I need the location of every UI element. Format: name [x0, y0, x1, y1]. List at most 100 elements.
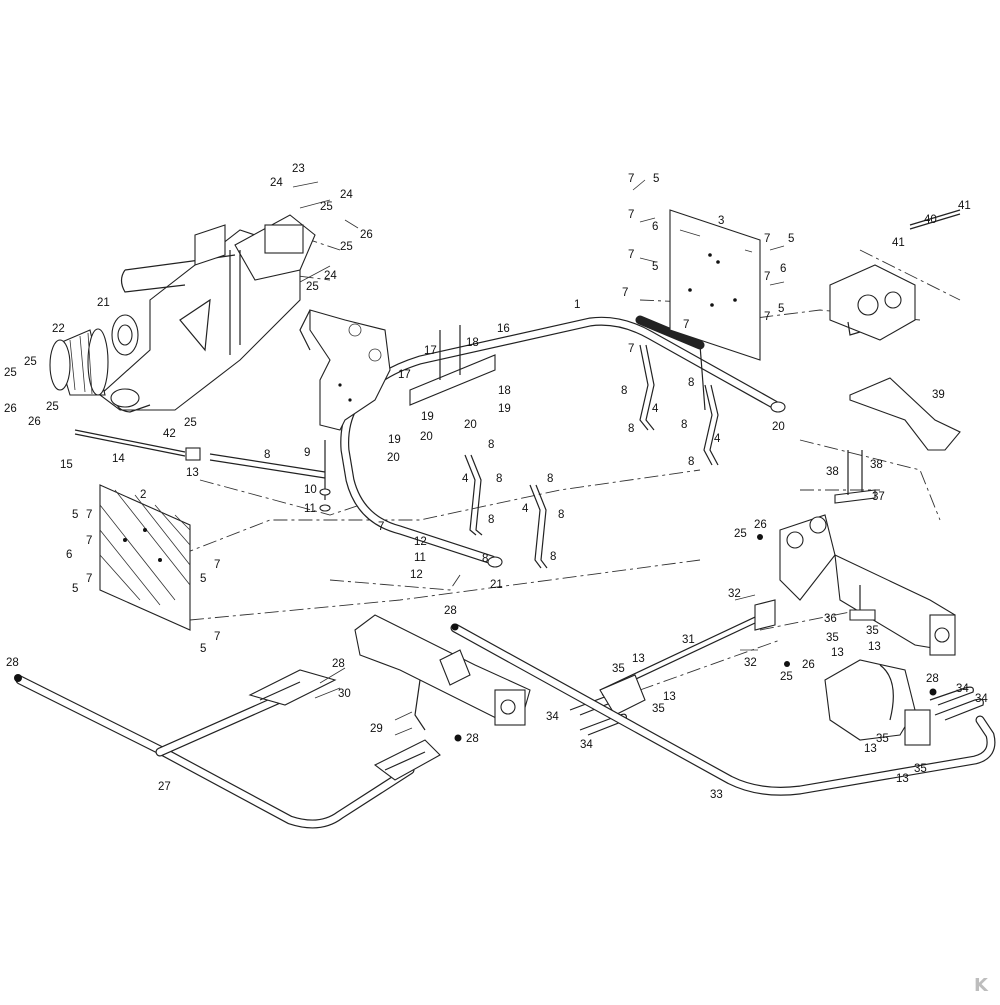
- callout-label: 37: [872, 491, 885, 503]
- callout-label: 20: [387, 452, 400, 464]
- callout-label: 3: [718, 215, 724, 227]
- callout-label: 12: [414, 536, 427, 548]
- callout-label: 8: [264, 449, 270, 461]
- callout-label: 1: [574, 299, 580, 311]
- callout-label: 7: [622, 287, 628, 299]
- callout-label: 7: [683, 319, 689, 331]
- plate-2: [99, 484, 191, 631]
- plate-3: [669, 209, 761, 361]
- callout-label: 7: [86, 535, 92, 547]
- callout-label: 13: [663, 691, 676, 703]
- callout-label: 9: [304, 447, 310, 459]
- pto-drive-assembly: [99, 214, 316, 413]
- callout-label: 42: [163, 428, 176, 440]
- callout-label: 35: [914, 763, 927, 775]
- callout-label: 25: [780, 671, 793, 683]
- callout-label: 5: [788, 233, 794, 245]
- tube-33: [450, 623, 996, 796]
- link-rods: [74, 429, 331, 512]
- callout-label: 24: [324, 270, 337, 282]
- callout-label: 28: [6, 657, 19, 669]
- bracket-39: [849, 377, 961, 451]
- callout-label: 7: [214, 631, 220, 643]
- straps-4: [464, 344, 719, 569]
- callout-label: 8: [621, 385, 627, 397]
- callout-label: 40: [924, 214, 937, 226]
- plate-37: [834, 450, 876, 504]
- callout-label: 24: [270, 177, 283, 189]
- callout-label: 34: [975, 693, 988, 705]
- callout-label: 38: [870, 459, 883, 471]
- frame-27: [15, 669, 441, 829]
- bolts: [14, 179, 937, 742]
- callout-label: 8: [496, 473, 502, 485]
- callout-label: 25: [320, 201, 333, 213]
- callout-label: 19: [421, 411, 434, 423]
- callout-label: 26: [28, 416, 41, 428]
- callout-label: 34: [546, 711, 559, 723]
- callout-label: 2: [140, 489, 146, 501]
- right-lower-bracket: [824, 659, 931, 746]
- callout-label: 5: [72, 583, 78, 595]
- callout-label: 8: [558, 509, 564, 521]
- callout-label: 28: [332, 658, 345, 670]
- callout-label: 41: [892, 237, 905, 249]
- callout-label: 8: [628, 423, 634, 435]
- callout-label: 7: [628, 173, 634, 185]
- center-lower-bracket: [599, 674, 646, 716]
- callout-label: 36: [824, 613, 837, 625]
- callout-label: 5: [653, 173, 659, 185]
- callout-label: 7: [214, 559, 220, 571]
- callout-label: 22: [52, 323, 65, 335]
- callout-label: 32: [728, 588, 741, 600]
- callout-label: 5: [200, 573, 206, 585]
- callout-label: 4: [714, 433, 721, 445]
- callout-label: 8: [550, 551, 556, 563]
- callout-label: 15: [60, 459, 73, 471]
- callout-label: 23: [292, 163, 305, 175]
- callout-label: 4: [522, 503, 529, 515]
- callout-label: 20: [464, 419, 477, 431]
- callout-label: 7: [378, 521, 384, 533]
- callout-label: 39: [932, 389, 945, 401]
- center-bracket: [299, 309, 391, 431]
- callout-label: 5: [200, 643, 206, 655]
- callout-label: 26: [360, 229, 373, 241]
- callout-label: 7: [628, 209, 634, 221]
- callout-label: 7: [764, 311, 770, 323]
- callout-label: 34: [580, 739, 593, 751]
- callout-label: 18: [498, 385, 511, 397]
- callout-label: 8: [688, 456, 694, 468]
- callout-label: 18: [466, 337, 479, 349]
- callout-label: 35: [612, 663, 625, 675]
- callout-label: 7: [86, 509, 92, 521]
- hanger-bracket-18: [409, 325, 496, 406]
- callout-label: 38: [826, 466, 839, 478]
- callout-label: 19: [388, 434, 401, 446]
- callout-label: 7: [764, 271, 770, 283]
- callout-label: 8: [488, 514, 494, 526]
- callout-label: 7: [628, 343, 634, 355]
- callout-label: 4: [462, 473, 469, 485]
- callout-label: 6: [652, 221, 658, 233]
- callout-label: 7: [86, 573, 92, 585]
- callout-label: 25: [46, 401, 59, 413]
- callout-label: 26: [802, 659, 815, 671]
- callout-label: 27: [158, 781, 171, 793]
- callout-label: 25: [306, 281, 319, 293]
- right-main-beam: [779, 514, 956, 656]
- callout-label: 8: [681, 419, 687, 431]
- callout-label: 16: [497, 323, 510, 335]
- callout-label: 5: [72, 509, 78, 521]
- callout-label: 25: [184, 417, 197, 429]
- callout-label: 28: [466, 733, 479, 745]
- callout-label: 5: [652, 261, 658, 273]
- callout-label: 6: [66, 549, 72, 561]
- callout-label: 8: [482, 553, 488, 565]
- callout-label: 13: [896, 773, 909, 785]
- callout-label: 35: [826, 632, 839, 644]
- callout-label: 8: [488, 439, 494, 451]
- callout-label: 28: [444, 605, 457, 617]
- callout-label: 8: [547, 473, 553, 485]
